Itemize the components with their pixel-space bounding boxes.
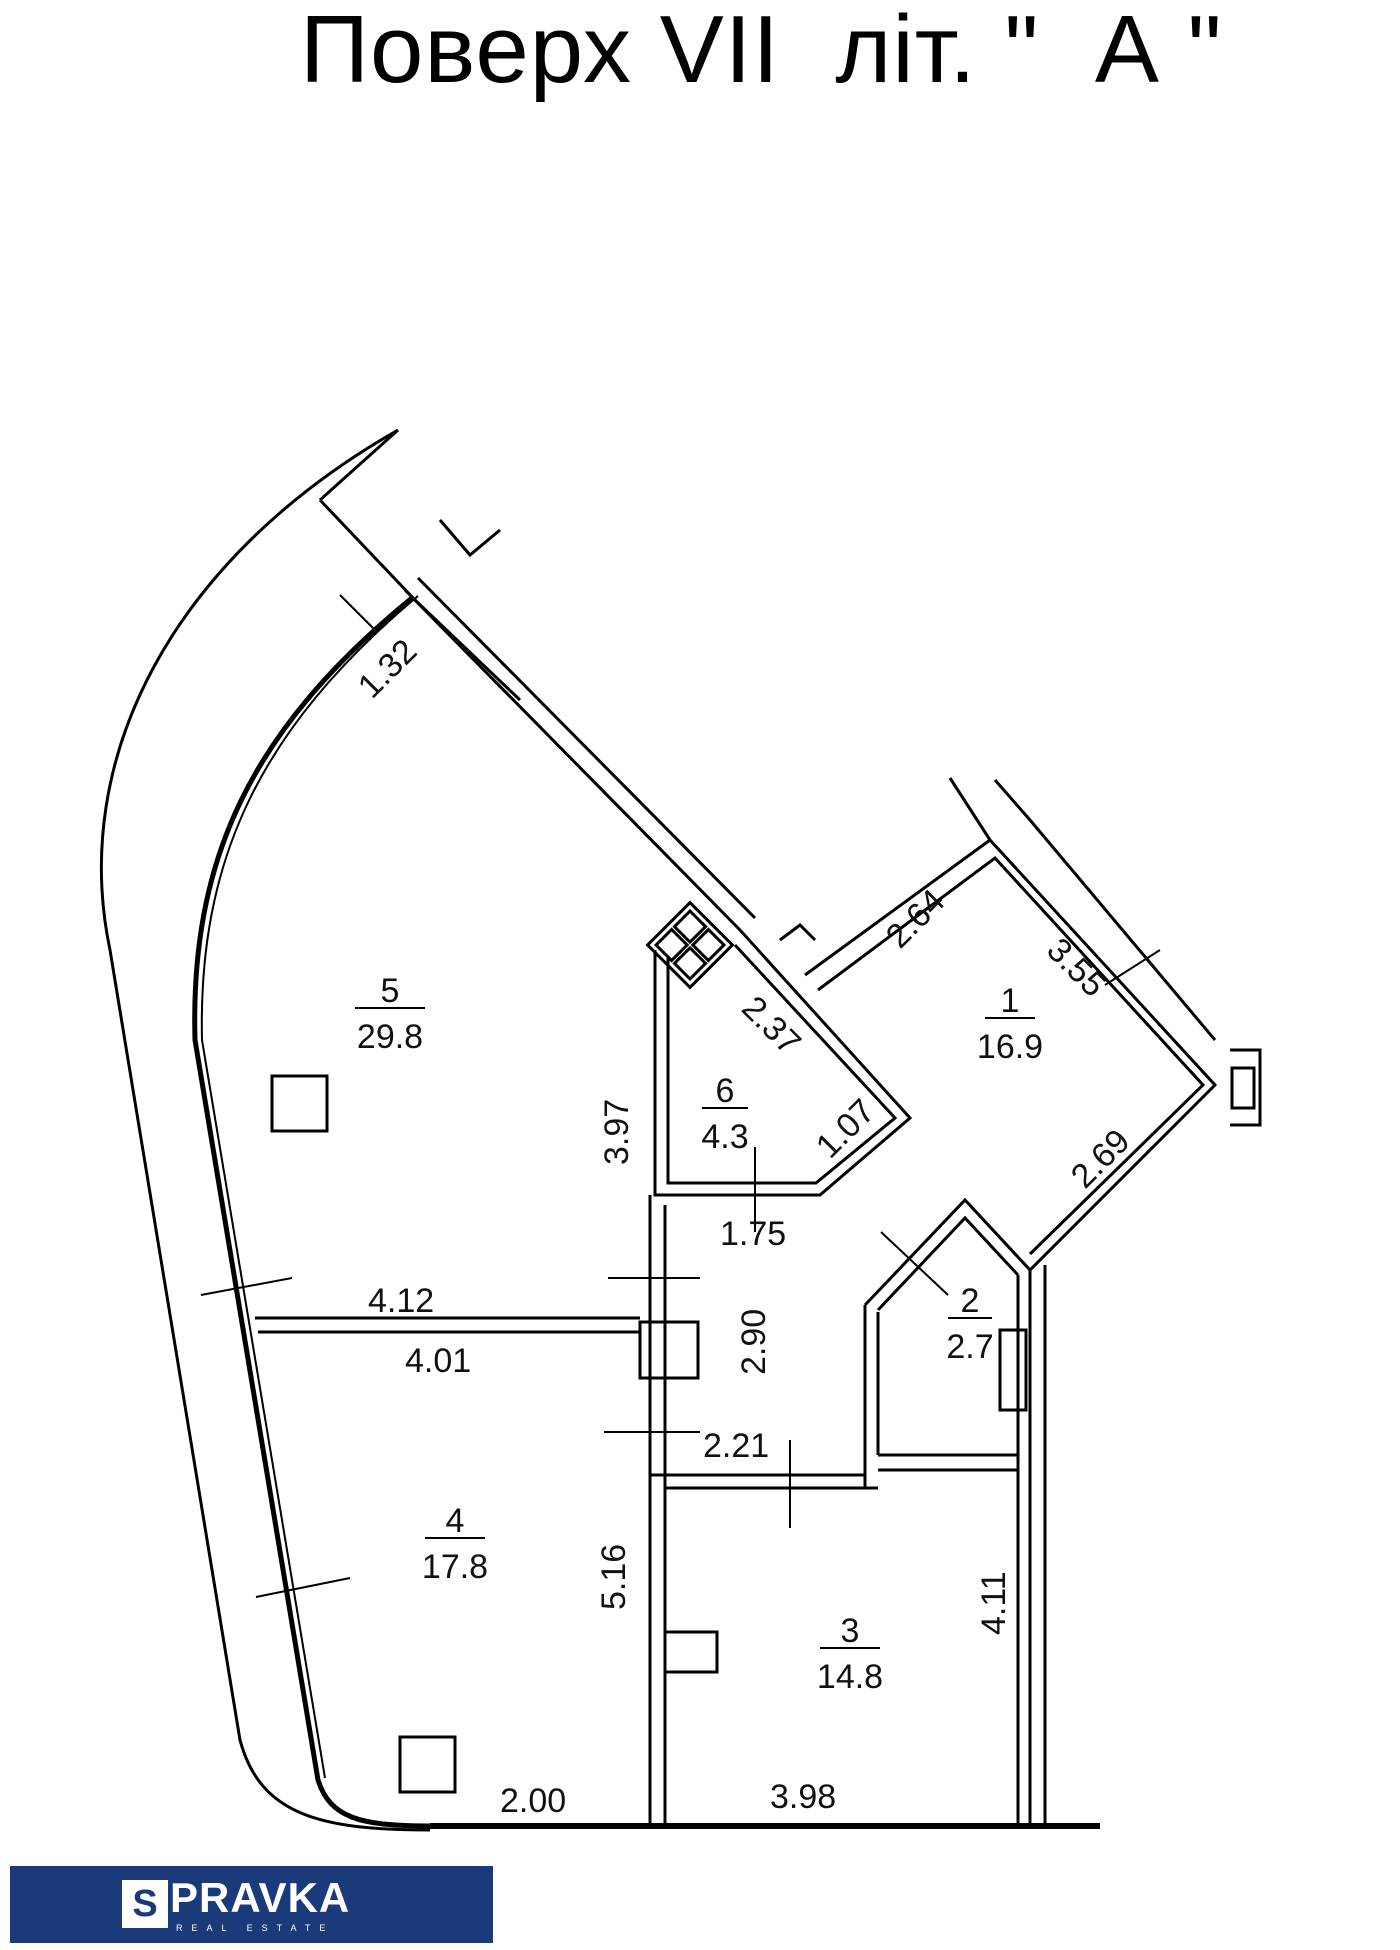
column-room5 [270,1074,329,1133]
column-room3 [663,1630,719,1674]
room-label-2: 2 2.7 [946,1282,993,1366]
room-area: 14.8 [817,1658,883,1696]
room-label-3: 3 14.8 [817,1612,883,1696]
room-number: 5 [381,972,400,1010]
room-number: 2 [961,1282,980,1320]
dimension-label: 2.69 [1064,1122,1138,1196]
column-room4 [398,1735,457,1794]
room-label-4: 4 17.8 [422,1502,488,1586]
dimension-label: 3.97 [598,1099,636,1165]
logo-name: PRAVKA [170,1874,351,1921]
dimension-label: 2.64 [879,882,953,956]
room-area: 16.9 [977,1028,1043,1066]
glazing-wall [192,596,431,1829]
balcony-outline [99,428,431,1832]
dimension-label: 5.16 [595,1544,633,1610]
dimension-label: 4.11 [975,1571,1013,1635]
dimension-label: 4.12 [368,1282,434,1320]
floor-title: Поверх VII літ. " А " [300,0,1223,103]
dimension-label: 1.07 [809,1092,883,1166]
vent-block [645,900,735,990]
room-label-6: 6 4.3 [701,1072,748,1156]
wall-5-4 [255,1316,640,1334]
shaft-block [638,1320,700,1380]
wall-top-left [403,576,757,932]
dimension-label: 3.98 [770,1778,836,1816]
room-number: 1 [1001,982,1020,1020]
dimension-label: 4.01 [405,1342,471,1380]
wall-room6 [653,928,913,1197]
dimension-label: 1.75 [720,1215,786,1253]
room-label-5: 5 29.8 [355,972,425,1056]
dimension-label: 3.55 [1039,931,1113,1005]
room-label-1: 1 16.9 [977,982,1043,1066]
wall-room3 [650,1473,878,1490]
dimension-label: 2.37 [734,989,808,1063]
pravka-logo: S PRAVKA REAL ESTATE [10,1866,493,1943]
wall-room1 [804,837,1218,1272]
dimension-label: 2.90 [735,1309,773,1375]
dimension-label: 2.21 [703,1427,769,1465]
logo-tagline: REAL ESTATE [176,1923,335,1933]
corridor-wall-left [648,1195,667,1828]
room-area: 29.8 [357,1018,423,1056]
wall-room2 [863,1197,1032,1828]
room-area: 4.3 [701,1118,748,1156]
room-area: 17.8 [422,1548,488,1586]
room-number: 6 [716,1072,735,1110]
room-number: 3 [841,1612,860,1650]
logo-mark: S [122,1880,168,1928]
dimension-label: 2.00 [500,1782,566,1820]
room-area: 2.7 [946,1328,993,1366]
room-number: 4 [446,1502,465,1540]
